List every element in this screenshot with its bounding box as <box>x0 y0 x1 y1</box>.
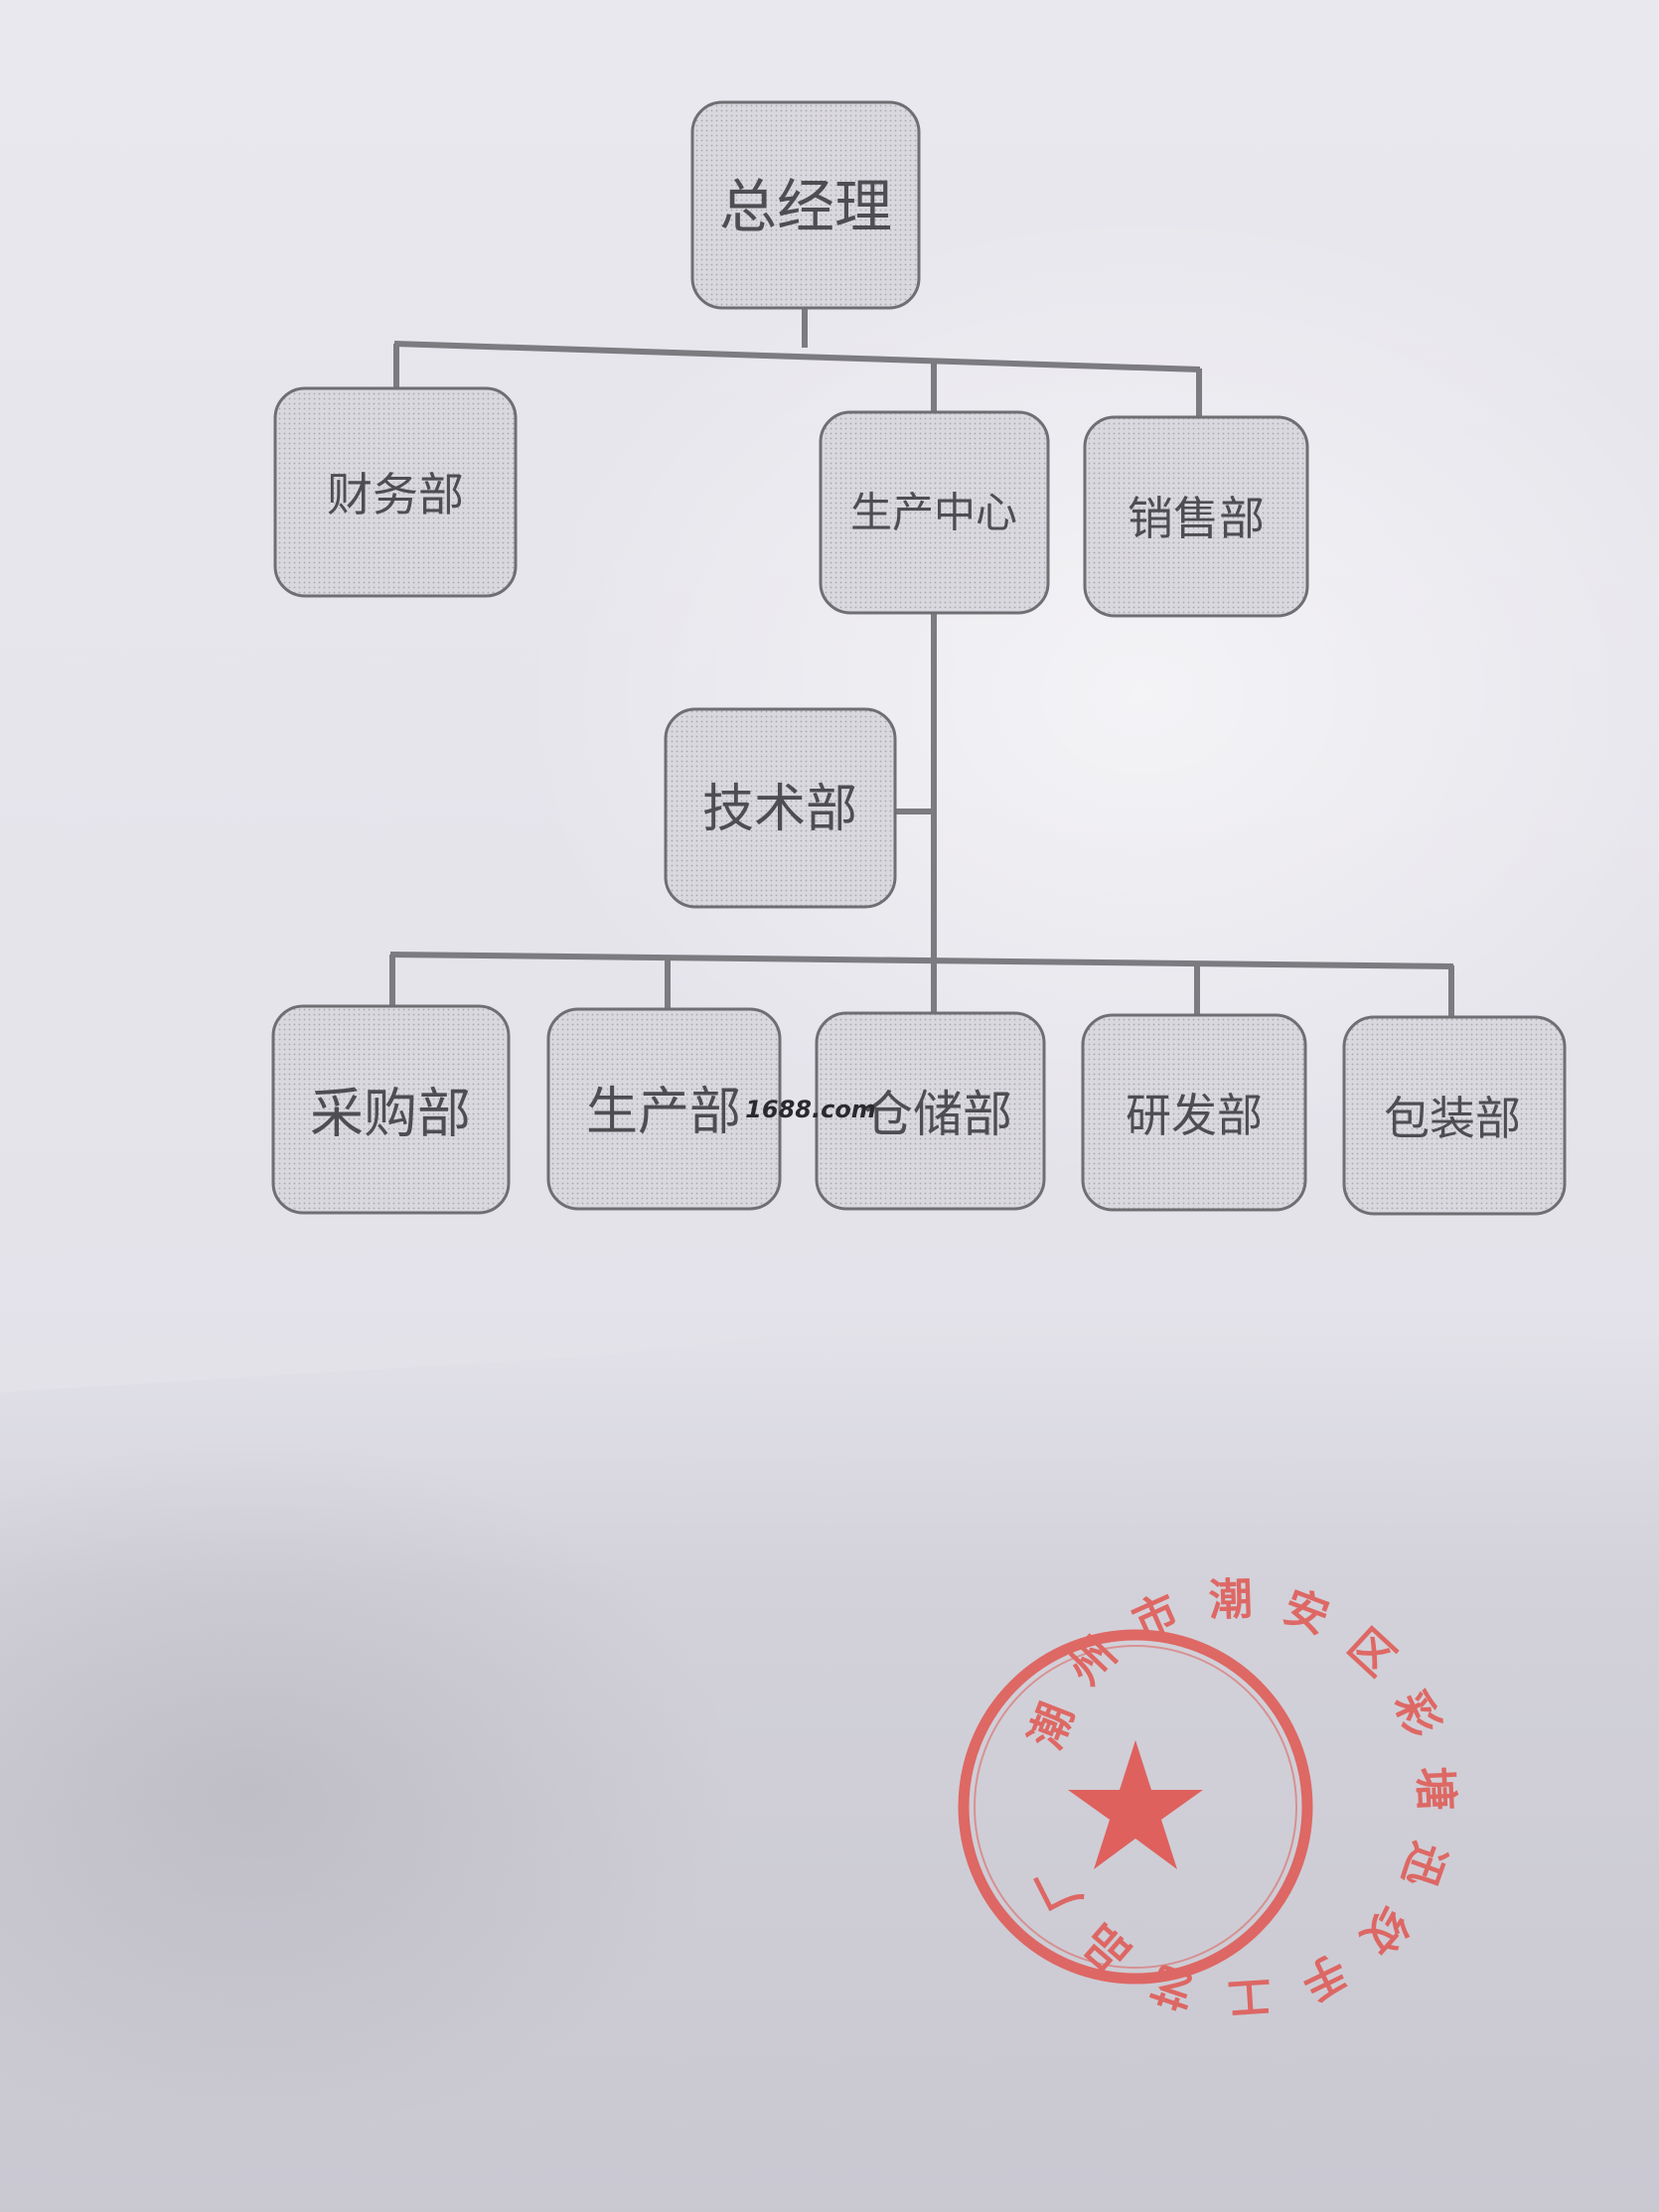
node-sales: 销售部 <box>1083 415 1309 618</box>
node-production-center: 生产中心 <box>819 410 1050 615</box>
node-label: 生产部 <box>586 1083 741 1142</box>
node-warehouse: 仓储部 <box>815 1011 1046 1211</box>
seal-outer-ring <box>958 1629 1313 1985</box>
node-box <box>690 100 921 310</box>
node-box <box>1342 1015 1567 1216</box>
node-box <box>1083 415 1309 618</box>
seal-inner-ring <box>974 1645 1297 1969</box>
connectors <box>389 308 1454 1019</box>
connector-level2-bar <box>393 341 1201 372</box>
node-manufacturing: 生产部 <box>546 1007 782 1211</box>
watermark-text: 1688.com <box>745 1096 876 1123</box>
node-packaging: 包装部 <box>1342 1015 1567 1216</box>
star-icon <box>1068 1740 1203 1869</box>
node-rnd: 研发部 <box>1081 1013 1307 1212</box>
node-box <box>1081 1013 1307 1212</box>
node-label: 包装部 <box>1384 1092 1521 1145</box>
node-box <box>815 1011 1046 1211</box>
photo-shadow <box>0 1321 1659 2212</box>
node-label: 销售部 <box>1128 492 1265 545</box>
node-general-manager: 总经理 <box>690 100 921 310</box>
node-label: 仓储部 <box>863 1086 1012 1143</box>
node-label: 生产中心 <box>850 489 1017 537</box>
node-box <box>271 1004 511 1215</box>
node-box <box>664 707 897 909</box>
company-seal: 潮州市潮安区彩塘迅纹手工艺品厂 <box>958 1574 1461 2022</box>
node-box <box>546 1007 782 1211</box>
node-label: 采购部 <box>310 1083 471 1145</box>
node-purchasing: 采购部 <box>271 1004 511 1215</box>
node-finance: 财务部 <box>273 386 518 598</box>
node-label: 总经理 <box>719 173 892 240</box>
node-label: 财务部 <box>327 468 464 521</box>
connector-level4-bar <box>389 952 1454 969</box>
node-label: 技术部 <box>702 780 857 839</box>
node-box <box>819 410 1050 615</box>
node-label: 研发部 <box>1126 1089 1263 1142</box>
node-box <box>273 386 518 598</box>
node-tech: 技术部 <box>664 707 897 909</box>
